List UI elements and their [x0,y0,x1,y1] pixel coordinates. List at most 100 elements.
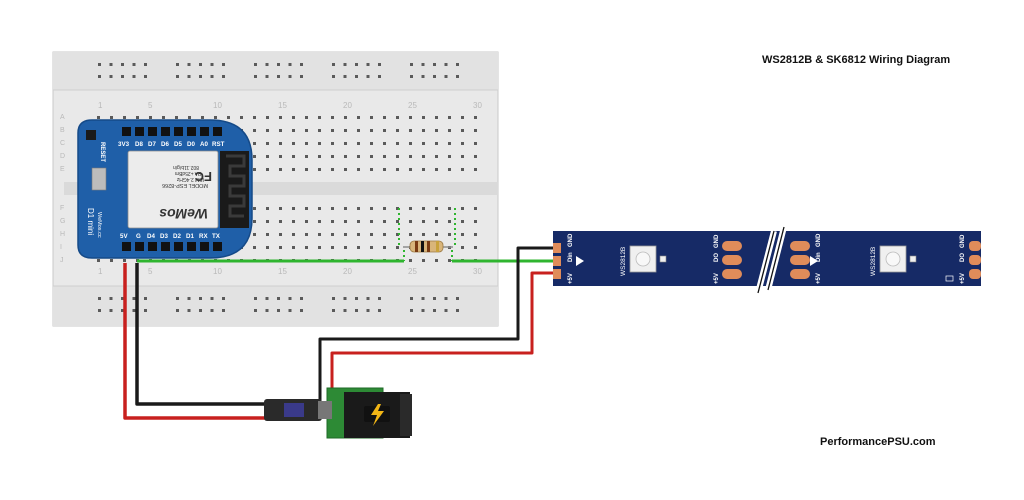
breadboard-hole [288,75,292,78]
breadboard-hole [383,168,386,171]
breadboard-hole [461,168,464,171]
direction-arrow-icon [576,256,584,266]
pin-label: D1 [186,233,194,240]
row-letter: B [60,127,65,134]
breadboard-hole [279,142,282,145]
breadboard-hole [132,75,136,78]
pin-label: D6 [161,141,169,148]
breadboard-hole [461,129,464,132]
breadboard-hole [448,155,451,158]
breadboard-hole [344,233,347,236]
module-line: MODEL ESP-8266 [162,182,208,188]
col-num-bottom: 25 [408,267,417,276]
breadboard-hole [279,129,282,132]
fcc-mark: FC [194,169,212,184]
breadboard-hole [277,63,280,66]
pad-label: +5V [816,273,822,284]
breadboard-hole [409,168,412,171]
breadboard-hole [279,246,282,249]
breadboard-hole [266,168,269,171]
maker-label: WeMos.cc [96,212,102,238]
breadboard-hole [396,168,399,171]
pin-label: G [136,233,141,240]
breadboard-hole [305,233,308,236]
breadboard-hole [370,233,373,236]
breadboard-hole [448,142,451,145]
col-num-bottom: 5 [148,267,153,276]
pin-label: D7 [148,141,156,148]
breadboard-hole [474,155,477,158]
breadboard-hole [456,309,459,312]
breadboard-hole [422,207,425,210]
pad-label: DO [714,253,720,262]
breadboard-hole [409,116,412,119]
breadboard-hole [318,220,321,223]
site-watermark: PerformancePSU.com [820,436,936,448]
breadboard-hole [448,207,451,210]
breadboard-hole [300,75,303,78]
breadboard-hole [121,309,124,312]
breadboard-hole [378,75,381,78]
col-num-top: 5 [148,101,153,110]
breadboard-hole [474,207,477,210]
breadboard-hole [357,155,360,158]
header-pin [174,242,183,251]
breadboard-hole [396,129,399,132]
breadboard-hole [265,75,269,78]
breadboard-hole [433,63,436,66]
breadboard-hole [109,63,113,66]
breadboard-hole [343,309,347,312]
breadboard-hole [396,116,399,119]
breadboard-hole [370,116,373,119]
breadboard-hole [444,309,448,312]
breadboard-hole [332,309,335,312]
module-line: 802.11b/g/n [173,164,199,170]
breadboard-hole [461,116,464,119]
breadboard-hole [357,220,360,223]
col-num-top: 10 [213,101,222,110]
col-num-bottom: 15 [278,267,287,276]
resistor [403,240,453,253]
breadboard-hole [366,63,370,66]
breadboard-hole [422,259,425,262]
breadboard-hole [396,220,399,223]
breadboard-hole [254,63,257,66]
breadboard-hole [109,75,113,78]
breadboard-hole [253,233,256,236]
breadboard-hole [474,220,477,223]
module-line: PA +25dBm [175,170,201,176]
breadboard-hole [110,259,113,262]
breadboard-hole [331,142,334,145]
breadboard-hole [318,207,321,210]
breadboard-hole [344,155,347,158]
pin-label: 3V3 [118,141,130,148]
barrel-jack [264,387,412,439]
breadboard-hole [410,75,413,78]
breadboard-hole [422,168,425,171]
breadboard-hole [383,116,386,119]
breadboard-hole [444,63,448,66]
breadboard-hole [422,142,425,145]
breadboard-hole [474,168,477,171]
breadboard-hole [279,155,282,158]
breadboard-hole [331,116,334,119]
header-pin [200,127,209,136]
breadboard-hole [201,116,204,119]
breadboard-hole [474,129,477,132]
module-brand: WeMos [159,206,208,222]
breadboard: 1 5 10 15 20 25 30 1 5 10 15 20 25 30 A … [52,51,499,327]
breadboard-hole [435,207,438,210]
breadboard-hole [396,142,399,145]
breadboard-hole [409,129,412,132]
breadboard-hole [456,75,459,78]
diagram-title: WS2812B & SK6812 Wiring Diagram [762,54,951,66]
breadboard-hole [357,168,360,171]
breadboard-hole [132,63,136,66]
bottom-pin-labels: 5V G D4 D3 D2 D1 RX TX [120,233,221,240]
col-num-top: 15 [278,101,287,110]
breadboard-hole [422,220,425,223]
breadboard-hole [222,75,225,78]
breadboard-hole [344,129,347,132]
pin-label: A0 [200,141,208,148]
row-letter: A [60,114,65,121]
